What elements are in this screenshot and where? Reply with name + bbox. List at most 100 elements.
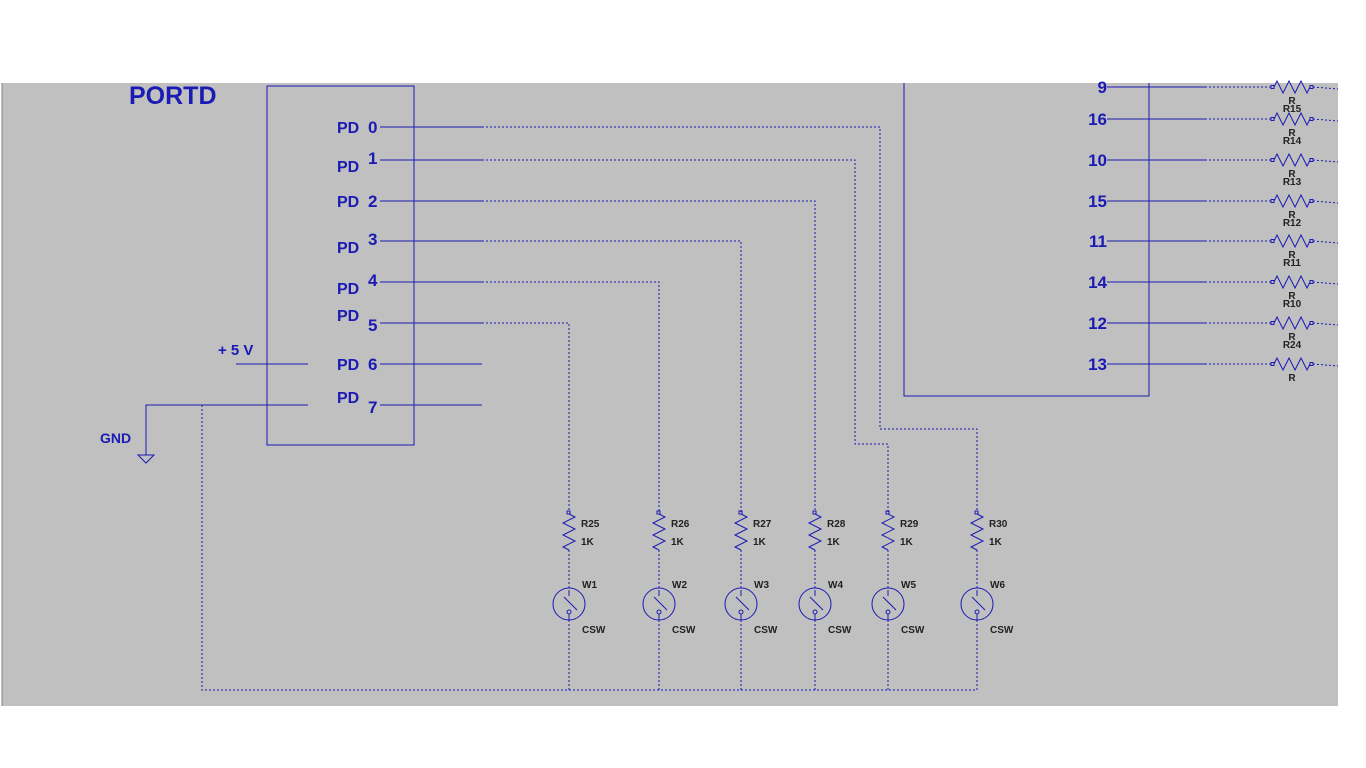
resistor-value: 1K bbox=[753, 537, 767, 548]
right-pin-number: 10 bbox=[1088, 151, 1107, 170]
port-pin-6: PD 6 bbox=[337, 355, 482, 374]
right-resistor-ref: R11 bbox=[1283, 258, 1301, 269]
right-resistor-out-wire bbox=[1312, 281, 1339, 285]
signal-route-wire bbox=[482, 200, 816, 512]
portd-ic-box bbox=[266, 85, 415, 446]
pin-terminal-icon bbox=[1270, 280, 1275, 284]
port-pin-number: 4 bbox=[368, 271, 378, 290]
port-pin-prefix: PD bbox=[337, 194, 359, 211]
pin-terminal-icon bbox=[566, 510, 571, 515]
right-resistor-out-wire bbox=[1312, 118, 1339, 122]
right-resistor-ref: R15 bbox=[1283, 104, 1302, 115]
right-resistor-out-wire bbox=[1312, 86, 1339, 90]
ground-wire bbox=[145, 404, 308, 455]
pullups-group: R251KW1CSWR261KW2CSWR271KW3CSWR281KW4CSW… bbox=[482, 126, 1014, 690]
port-pin-number: 3 bbox=[368, 230, 377, 249]
switch-lever-icon bbox=[653, 596, 668, 611]
resistor-zigzag-icon bbox=[880, 513, 896, 551]
switch-lever-icon bbox=[735, 596, 750, 611]
switch-lever-icon bbox=[882, 596, 897, 611]
switch-ref: W3 bbox=[754, 580, 769, 591]
port-title: PORTD bbox=[129, 82, 217, 110]
resistor-zigzag-icon bbox=[1273, 315, 1311, 331]
right-resistor-out-wire bbox=[1312, 159, 1339, 163]
resistor-ref: R28 bbox=[827, 519, 846, 530]
port-pin-number: 0 bbox=[368, 118, 377, 137]
right-resistor-value: R bbox=[1288, 210, 1296, 221]
pin-terminal-icon bbox=[1270, 362, 1275, 366]
resistor-zigzag-icon bbox=[561, 513, 577, 551]
right-resistor-ref: R24 bbox=[1283, 340, 1302, 351]
resistor-value: 1K bbox=[581, 537, 595, 548]
right-pin-number: 14 bbox=[1088, 273, 1107, 292]
port-pin-number: 7 bbox=[368, 398, 377, 417]
right-resistor-value: R bbox=[1288, 128, 1296, 139]
right-pin-number: 13 bbox=[1088, 355, 1107, 374]
right-pin-number: 11 bbox=[1089, 232, 1107, 251]
port-pin-number: 6 bbox=[368, 355, 377, 374]
switch-ref: W1 bbox=[582, 580, 597, 591]
port-pin-prefix: PD bbox=[337, 281, 359, 298]
pin-terminal-icon bbox=[885, 510, 890, 515]
right-resistor-ref: R12 bbox=[1283, 218, 1302, 229]
resistor-zigzag-icon bbox=[1273, 79, 1311, 95]
right-resistor-value: R bbox=[1288, 250, 1296, 261]
switch-ref: W4 bbox=[828, 580, 843, 591]
signal-route-wire bbox=[482, 159, 889, 512]
resistor-ref: R25 bbox=[581, 519, 600, 530]
port-pin-4: PD 4 bbox=[337, 271, 482, 298]
right-resistor-out-wire bbox=[1312, 322, 1339, 326]
pin-terminal-icon bbox=[1270, 158, 1275, 162]
resistor-value: 1K bbox=[989, 537, 1003, 548]
resistor-zigzag-icon bbox=[1273, 274, 1311, 290]
switch-type: CSW bbox=[828, 625, 852, 636]
port-pin-3: PD 3 bbox=[337, 230, 482, 257]
port-pin-prefix: PD bbox=[337, 240, 359, 257]
resistor-zigzag-icon bbox=[1273, 193, 1311, 209]
resistor-value: 1K bbox=[671, 537, 685, 548]
port-pin-prefix: PD bbox=[337, 357, 359, 374]
pin-terminal-icon bbox=[1270, 117, 1275, 121]
right-resistor-out-wire bbox=[1312, 363, 1339, 367]
right-pin-number: 9 bbox=[1098, 78, 1107, 97]
signal-route-wire bbox=[482, 126, 978, 512]
switch-type: CSW bbox=[582, 625, 606, 636]
right-resistor-ref: R10 bbox=[1283, 299, 1302, 310]
port-pin-number: 5 bbox=[368, 316, 377, 335]
right-pin-13: 13R bbox=[1088, 355, 1339, 384]
resistor-value: 1K bbox=[900, 537, 914, 548]
right-pin-number: 12 bbox=[1088, 314, 1107, 333]
ground-label: GND bbox=[100, 430, 131, 446]
resistor-zigzag-icon bbox=[651, 513, 667, 551]
pin-terminal-icon bbox=[656, 510, 661, 515]
right-resistor-value: R bbox=[1288, 169, 1296, 180]
resistor-zigzag-icon bbox=[1273, 233, 1311, 249]
supply-label: + 5 V bbox=[218, 342, 253, 359]
pin-terminal-icon bbox=[812, 510, 817, 515]
right-resistor-value: R bbox=[1288, 332, 1296, 343]
resistor-zigzag-icon bbox=[1273, 152, 1311, 168]
common-return-wire bbox=[201, 405, 977, 691]
resistor-zigzag-icon bbox=[733, 513, 749, 551]
signal-route-wire bbox=[482, 322, 570, 512]
port-pin-number: 1 bbox=[368, 149, 377, 168]
pin-terminal-icon bbox=[738, 510, 743, 515]
right-pin-number: 15 bbox=[1088, 192, 1107, 211]
switch-ref: W2 bbox=[672, 580, 687, 591]
switch-ref: W6 bbox=[990, 580, 1005, 591]
resistor-zigzag-icon bbox=[1273, 111, 1311, 127]
switch-ref: W5 bbox=[901, 580, 916, 591]
schematic-background bbox=[2, 83, 1338, 706]
resistor-ref: R27 bbox=[753, 519, 772, 530]
resistor-ref: R26 bbox=[671, 519, 690, 530]
